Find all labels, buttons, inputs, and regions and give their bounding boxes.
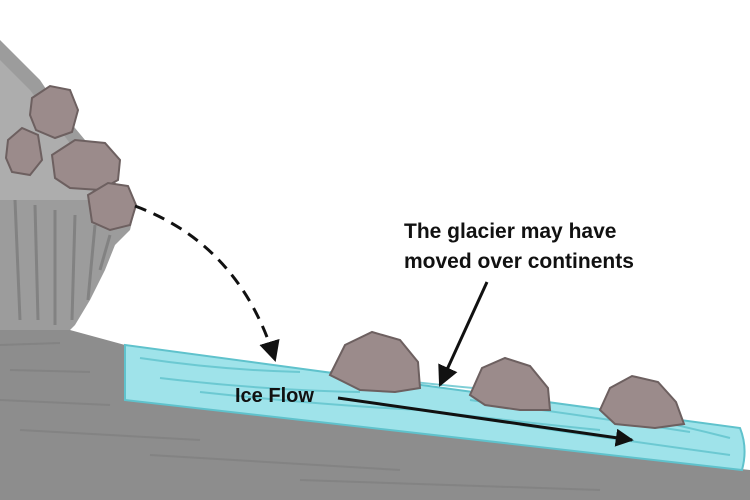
- cliff-boulder-1: [28, 84, 80, 140]
- ice-boulder-2: [468, 356, 552, 411]
- ice-flow-label: Ice Flow: [235, 385, 314, 407]
- ice-boulder-1: [328, 330, 422, 394]
- glacier-ice: [124, 343, 746, 472]
- callout-arrow: [438, 281, 489, 387]
- cliff-boulder-2: [4, 126, 44, 177]
- cliff-boulder-3: [50, 138, 122, 192]
- ice-flow-arrow: [337, 396, 634, 447]
- cliff-face-lines: [13, 199, 112, 325]
- falling-rock-arrow: [134, 204, 280, 363]
- ice-boulder-3: [598, 374, 686, 430]
- callout-label-line2: moved over continents: [404, 250, 634, 273]
- cliff-boulder-4: [86, 181, 138, 232]
- ground-texture: [0, 342, 601, 491]
- callout-label-line1: The glacier may have: [404, 220, 616, 243]
